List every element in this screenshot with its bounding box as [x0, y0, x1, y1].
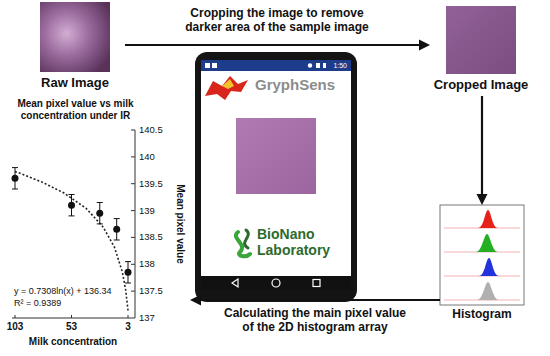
axis-title: Milk concentration: [29, 336, 117, 348]
flow-arrow: [190, 295, 440, 306]
arrow-shaft: [125, 44, 419, 46]
cropped-photo: [446, 6, 516, 74]
arrow-shaft: [201, 299, 440, 301]
dragon-logo: [205, 76, 248, 100]
axis-tick: 53: [66, 321, 77, 333]
axis-tick: 103: [7, 321, 24, 333]
arrow-shaft: [481, 96, 483, 194]
histogram-plot: [440, 205, 524, 305]
histogram-caption: Histogram: [440, 308, 524, 322]
axis-tick: 138: [139, 259, 155, 270]
axis-tick: 138.5: [139, 232, 163, 243]
arrow-head: [477, 194, 488, 205]
axis-tick: 3: [125, 321, 131, 333]
lab-logo-text: BioNano Laboratory: [257, 226, 341, 258]
raw-photo: [40, 2, 110, 72]
flow-arrow: [477, 96, 488, 205]
arrow-label: Cropping the image to remove darker area…: [180, 6, 375, 35]
axis-title: Mean pixel value: [174, 184, 186, 263]
flow-arrow: [125, 40, 430, 51]
phone-app: GryphSensBioNano Laboratory: [195, 52, 357, 302]
app-logo-text: GryphSens: [255, 76, 335, 93]
histogram-node: Histogram: [440, 205, 524, 330]
image-node: Raw Image: [25, 0, 125, 95]
axis-tick: 139: [139, 205, 155, 216]
line-chart: [12, 130, 136, 318]
fit-r-squared: R² = 0.9389: [14, 298, 61, 308]
fit-equation: y = 0.7308ln(x) + 136.34: [14, 286, 112, 296]
phone-photo: [236, 118, 316, 194]
arrow-head: [419, 40, 430, 51]
arrow-head: [190, 295, 201, 306]
image-caption: Raw Image: [25, 76, 125, 91]
status-time: 1:50: [333, 61, 347, 69]
axis-tick: 140.5: [139, 125, 163, 136]
chart-title: Mean pixel value vs milk concentration u…: [3, 98, 148, 121]
image-node: Cropped Image: [430, 2, 532, 96]
arrow-label: Calculating the main pixel value of the …: [218, 306, 413, 335]
phone: [195, 52, 357, 302]
axis-tick: 139.5: [139, 178, 163, 189]
axis-tick: 137.5: [139, 286, 163, 297]
axis-tick: 140: [139, 151, 155, 162]
axis-tick: 137: [139, 313, 155, 324]
image-caption: Cropped Image: [430, 78, 532, 93]
